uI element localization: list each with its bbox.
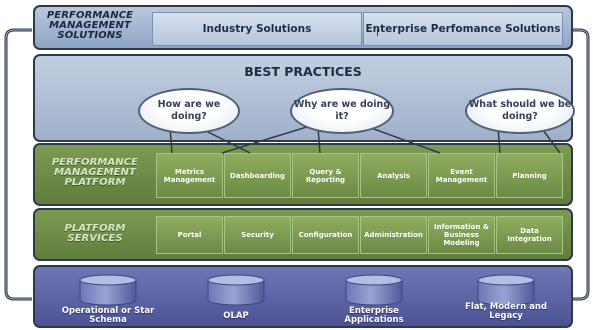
data-source-flat-modern-legacy: Flat, Modern and Legacy: [465, 302, 547, 321]
service-module-information-business-modeling: Information & Business Modeling: [428, 216, 495, 254]
cylinder-olap-icon: [207, 274, 265, 306]
right-frame-rail-highlight: [572, 29, 589, 300]
question-bubble-what-should-we-be-doing: What should we be doing?: [465, 88, 575, 134]
platform-module-planning: Planning: [496, 153, 563, 198]
best-practices-label: BEST PRACTICES: [244, 64, 362, 79]
platform-module-dashboarding: Dashboarding: [224, 153, 291, 198]
platform-module-analysis: Analysis: [360, 153, 427, 198]
enterprise-performance-solutions-box: Enterprise Perfomance Solutions: [363, 12, 563, 46]
cylinder-enterprise-applications-icon: [345, 274, 403, 306]
industry-solutions-box: Industry Solutions: [152, 12, 362, 46]
question-bubble-how-are-we-doing: How are we doing?: [138, 88, 240, 134]
service-module-portal: Portal: [156, 216, 223, 254]
cylinder-flat-modern-legacy-icon: [477, 274, 535, 306]
cylinder-operational-icon: [79, 274, 137, 306]
data-source-operational-star-schema: Operational or Star Schema: [61, 306, 155, 325]
solutions-label: PERFORMANCE MANAGEMENT SOLUTIONS: [46, 10, 134, 41]
service-module-administration: Administration: [360, 216, 427, 254]
platform-label: PERFORMANCE MANAGEMENT PLATFORM: [51, 157, 139, 188]
service-module-configuration: Configuration: [292, 216, 359, 254]
service-module-data-integration: Data Integration: [496, 216, 563, 254]
left-frame-rail-highlight: [5, 29, 32, 300]
text-cursor-icon: I: [376, 28, 379, 39]
question-bubble-why-are-we-doing-it: Why are we doing it?: [290, 88, 394, 134]
platform-module-metrics-management: Metrics Management: [156, 153, 223, 198]
platform-module-query-reporting: Query & Reporting: [292, 153, 359, 198]
platform-module-event-management: Event Management: [428, 153, 495, 198]
data-source-enterprise-applications: Enterprise Applications: [344, 306, 404, 325]
data-source-olap: OLAP: [223, 311, 249, 321]
connector-why-query: [317, 127, 321, 154]
services-label: PLATFORM SERVICES: [64, 223, 126, 244]
connector-why-dashboarding: [221, 125, 311, 154]
service-module-security: Security: [224, 216, 291, 254]
